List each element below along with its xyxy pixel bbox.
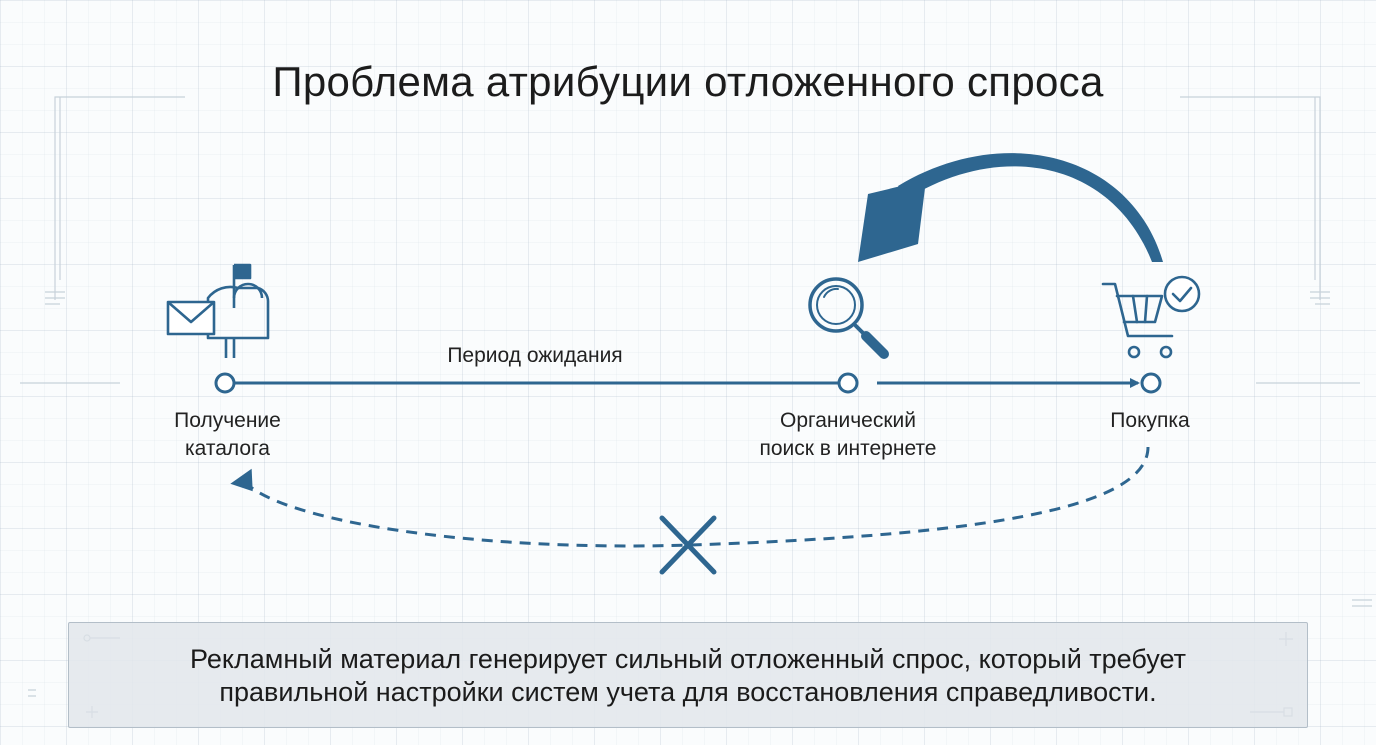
stage-label-search: Органический поиск в интернете xyxy=(759,409,937,460)
caption-box: Рекламный материал генерирует сильный от… xyxy=(68,622,1308,728)
magnifier-icon xyxy=(808,277,889,359)
stage-label-catalog: Получение каталога xyxy=(174,409,281,460)
search-node xyxy=(837,372,859,394)
shopping-cart-check-icon xyxy=(1101,275,1201,359)
stage-label-purchase: Покупка xyxy=(1110,409,1190,432)
page-title: Проблема атрибуции отложенного спроса xyxy=(272,58,1104,105)
dashed-arrowhead xyxy=(230,468,253,492)
frame-decoration xyxy=(20,96,1372,697)
mailbox-icon xyxy=(166,263,270,358)
catalog-node xyxy=(214,372,236,394)
broken-attribution-dashed-arrow xyxy=(243,446,1150,548)
purchase-node xyxy=(1140,372,1162,394)
waiting-period-label: Период ожидания xyxy=(447,344,623,367)
caption-text: Рекламный материал генерирует сильный от… xyxy=(190,644,1186,707)
cross-icon xyxy=(659,515,717,575)
attribution-curved-arrow xyxy=(858,153,1163,262)
